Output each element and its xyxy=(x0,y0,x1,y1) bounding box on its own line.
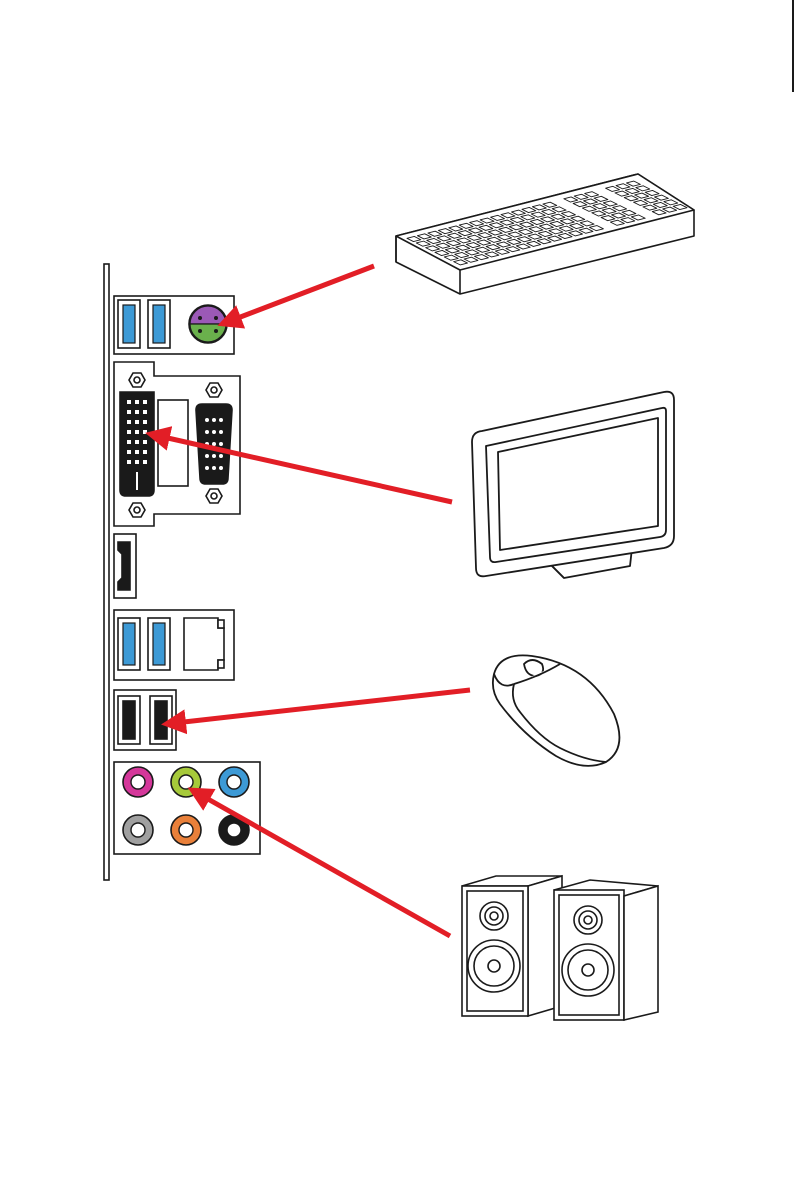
usb-3-port[interactable] xyxy=(148,618,170,670)
usb-2-port[interactable] xyxy=(150,696,172,744)
vga-screw-top xyxy=(206,383,222,397)
speakers-icon xyxy=(462,876,658,1020)
monitor-icon xyxy=(472,392,674,578)
side-speaker-jack[interactable] xyxy=(123,815,153,845)
right-speaker xyxy=(554,880,658,1020)
usb-2-port[interactable] xyxy=(118,696,140,744)
arrow-mouse-to-usb xyxy=(166,690,470,724)
arrow-keyboard-to-ps2 xyxy=(222,266,374,324)
dvi-port[interactable] xyxy=(120,392,154,496)
io-bracket xyxy=(104,264,109,880)
lan-port[interactable] xyxy=(184,618,224,670)
usb-3-port[interactable] xyxy=(148,300,170,348)
line-in-jack[interactable] xyxy=(219,767,249,797)
mic-in-jack[interactable] xyxy=(123,767,153,797)
left-speaker xyxy=(462,876,562,1016)
center-sub-jack[interactable] xyxy=(171,815,201,845)
ps2-port[interactable] xyxy=(189,305,227,343)
dvi-screw-top xyxy=(129,373,145,387)
arrow-speakers-to-line-out xyxy=(192,790,450,936)
usb-3-port[interactable] xyxy=(118,618,140,670)
rear-io-panel xyxy=(104,264,260,880)
dvi-screw-bottom xyxy=(129,503,145,517)
keyboard-icon xyxy=(396,174,694,294)
vga-screw-bottom xyxy=(206,489,222,503)
usb-3-port[interactable] xyxy=(118,300,140,348)
mouse-icon xyxy=(493,655,620,765)
